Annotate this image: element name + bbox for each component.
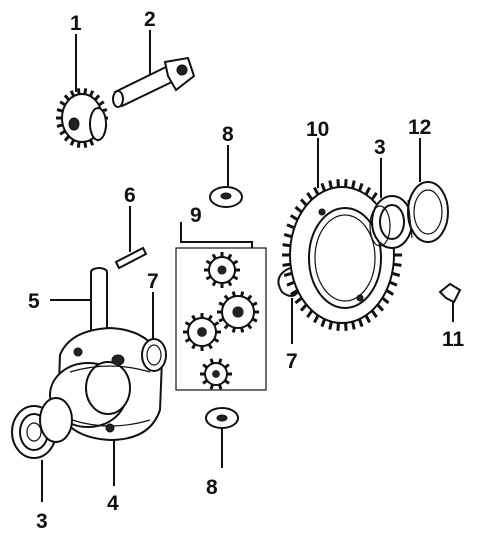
gear-tooth bbox=[283, 233, 293, 239]
gear-tooth bbox=[381, 296, 390, 305]
gear-tooth bbox=[370, 309, 378, 318]
part-pin[interactable] bbox=[114, 246, 148, 270]
part-washer-bottom[interactable] bbox=[205, 407, 239, 429]
callouts: 1 2 3 3 4 5 6 7 7 8 8 9 10 11 12 bbox=[28, 8, 465, 533]
part-clip[interactable] bbox=[438, 282, 462, 304]
gear-tooth bbox=[282, 243, 291, 248]
callout-4: 4 bbox=[107, 492, 119, 515]
callout-3-left: 3 bbox=[36, 510, 48, 533]
gear-tooth bbox=[385, 289, 395, 296]
part-gear-kit[interactable] bbox=[175, 247, 267, 391]
gear-tooth bbox=[299, 198, 308, 207]
gear-tooth bbox=[358, 182, 364, 192]
callout-7-right: 7 bbox=[286, 350, 298, 373]
pinion-gear-right bbox=[217, 291, 259, 333]
callout-10: 10 bbox=[306, 118, 329, 141]
gear-tooth bbox=[286, 223, 295, 230]
gear-tooth bbox=[306, 309, 314, 318]
pinion-gear-left bbox=[183, 313, 221, 351]
gear-tooth bbox=[364, 186, 371, 196]
callout-6: 6 bbox=[124, 184, 136, 207]
gear-tooth bbox=[328, 321, 333, 330]
gear-tooth bbox=[320, 318, 326, 328]
part-bearing-left[interactable] bbox=[11, 397, 73, 459]
callout-8-bottom: 8 bbox=[206, 476, 218, 499]
callout-11: 11 bbox=[442, 328, 465, 351]
part-washer-top[interactable] bbox=[209, 186, 243, 208]
part-snap-ring-right[interactable] bbox=[277, 267, 299, 297]
callout-3-right: 3 bbox=[374, 136, 386, 159]
gear-tooth bbox=[389, 280, 398, 287]
gear-tooth bbox=[286, 280, 295, 287]
callout-5: 5 bbox=[28, 290, 40, 313]
gear-tooth bbox=[376, 303, 385, 312]
part-speedometer-gear[interactable] bbox=[56, 88, 108, 148]
gear-tooth bbox=[282, 262, 291, 267]
callout-9: 9 bbox=[190, 204, 202, 227]
gear-tooth bbox=[283, 271, 293, 277]
gear-tooth bbox=[306, 192, 314, 201]
gear-tooth bbox=[299, 303, 308, 312]
callout-2: 2 bbox=[144, 8, 156, 31]
gear-tooth bbox=[336, 179, 340, 188]
part-shaft[interactable] bbox=[112, 56, 196, 108]
callout-8-top: 8 bbox=[222, 123, 234, 146]
part-snap-ring-left[interactable] bbox=[141, 338, 167, 372]
gear-tooth bbox=[370, 192, 378, 201]
side-gear-top bbox=[204, 252, 240, 288]
gear-tooth bbox=[393, 262, 402, 267]
gear-tooth bbox=[358, 318, 364, 328]
side-gear-bottom bbox=[200, 358, 232, 390]
gear-tooth bbox=[313, 186, 320, 196]
gear-tooth bbox=[320, 182, 326, 192]
gear-tooth bbox=[336, 322, 340, 331]
callout-7-left: 7 bbox=[147, 270, 159, 293]
gear-tooth bbox=[328, 180, 333, 189]
gear-tooth bbox=[351, 321, 356, 330]
gear-tooth bbox=[344, 322, 348, 331]
leader-lines bbox=[41, 30, 454, 502]
gear-tooth bbox=[289, 214, 299, 221]
gear-tooth bbox=[313, 314, 320, 324]
callout-12: 12 bbox=[408, 116, 431, 139]
gear-tooth bbox=[344, 179, 348, 188]
gear-tooth bbox=[364, 314, 371, 324]
gear-tooth bbox=[391, 271, 401, 277]
callout-1: 1 bbox=[70, 12, 82, 35]
part-bearing-race[interactable] bbox=[407, 181, 449, 243]
gear-tooth bbox=[289, 289, 299, 296]
gear-tooth bbox=[351, 180, 356, 189]
gear-tooth bbox=[294, 205, 303, 214]
gear-tooth bbox=[294, 296, 303, 305]
